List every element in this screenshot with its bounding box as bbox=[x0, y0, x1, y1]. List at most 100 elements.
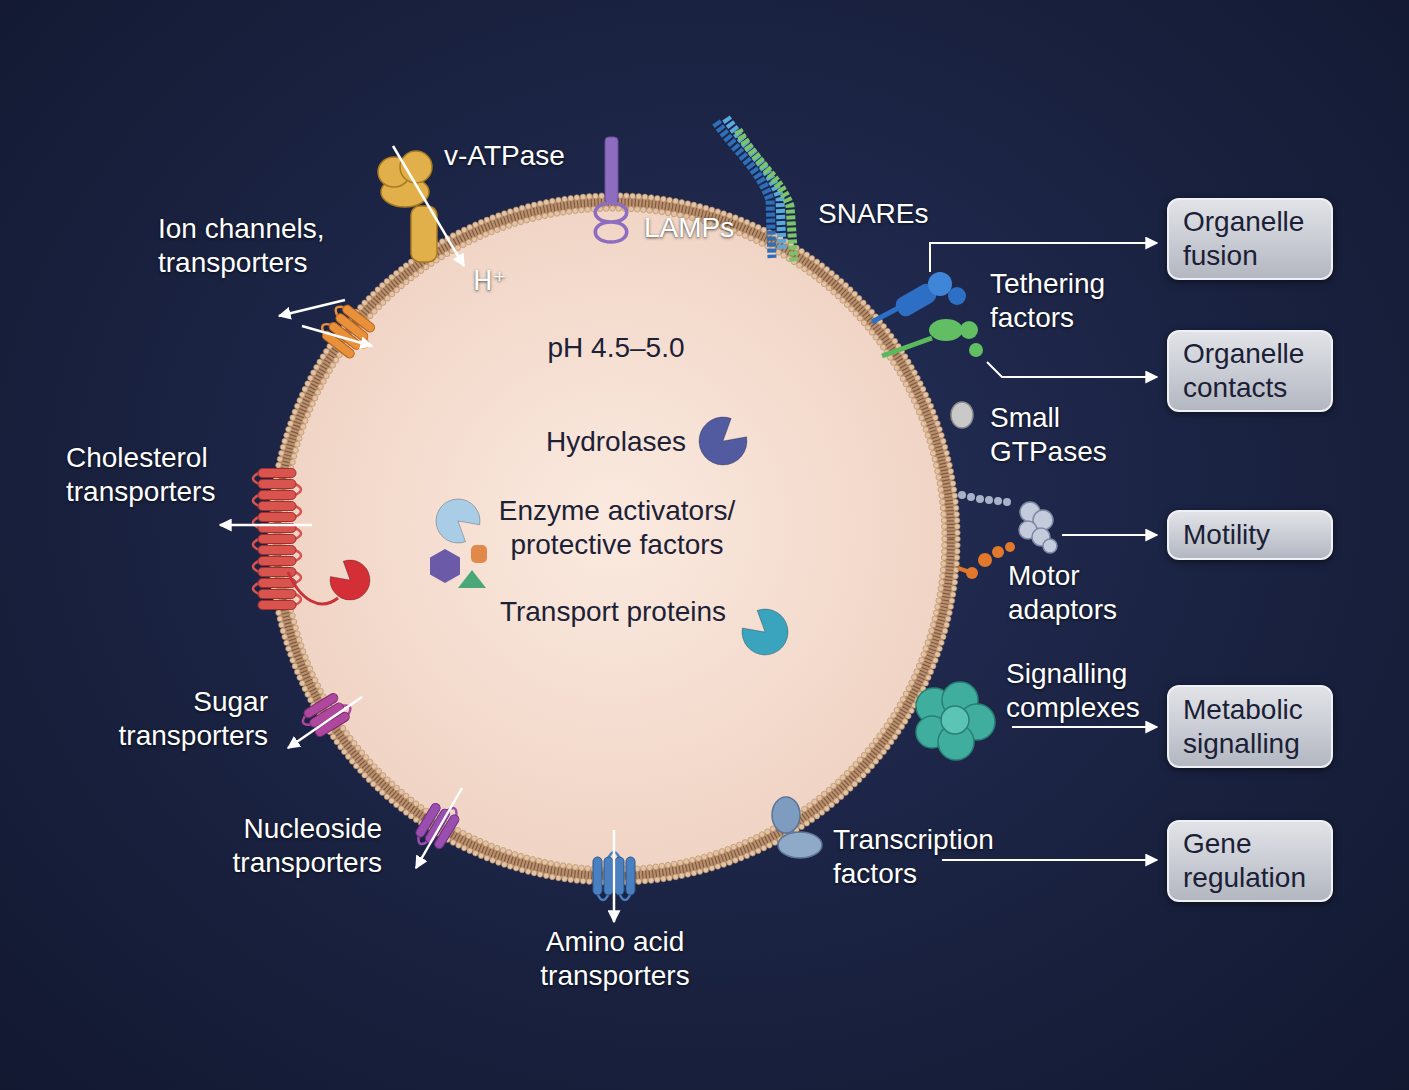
transmembrane-helix bbox=[615, 857, 624, 895]
lipid-head bbox=[550, 874, 556, 880]
lipid-head bbox=[300, 424, 306, 430]
lipid-head bbox=[921, 421, 927, 427]
lipid-head bbox=[940, 634, 946, 640]
lipid-head bbox=[829, 270, 835, 276]
transmembrane-helix bbox=[258, 546, 296, 555]
lipid-head bbox=[926, 675, 932, 681]
lipid-head bbox=[932, 616, 938, 622]
lipid-head bbox=[372, 764, 378, 770]
lipid-head bbox=[483, 232, 489, 238]
lipid-head bbox=[371, 291, 377, 297]
lipid-head bbox=[353, 763, 359, 769]
motor-head-part bbox=[1043, 539, 1057, 553]
lipid-head bbox=[952, 579, 958, 585]
lipid-head bbox=[519, 867, 525, 873]
lipid-head bbox=[349, 759, 355, 765]
lipid-head bbox=[936, 475, 942, 481]
lipid-head bbox=[399, 789, 405, 795]
lipid-head bbox=[296, 436, 302, 442]
transmembrane-helix bbox=[258, 502, 296, 511]
lipid-head bbox=[807, 803, 813, 809]
lipid-head bbox=[861, 772, 867, 778]
lipid-head bbox=[599, 193, 605, 199]
lipid-head bbox=[418, 268, 424, 274]
lipid-head bbox=[937, 427, 943, 433]
lipid-head bbox=[641, 865, 647, 871]
lipid-head bbox=[603, 206, 609, 212]
lipid-head bbox=[524, 217, 530, 223]
lumen-label: Hydrolases bbox=[506, 425, 726, 459]
lipid-head bbox=[372, 309, 378, 315]
lipid-head bbox=[466, 239, 472, 245]
snare-helix bbox=[726, 118, 782, 250]
lipid-head bbox=[920, 386, 926, 392]
lipid-head bbox=[953, 499, 959, 505]
lipid-head bbox=[939, 579, 945, 585]
lipid-head bbox=[869, 763, 875, 769]
lipid-head bbox=[423, 264, 429, 270]
lipid-head bbox=[873, 759, 879, 765]
lipid-head bbox=[548, 212, 554, 218]
lipid-head bbox=[358, 768, 364, 774]
lipid-head bbox=[897, 371, 903, 377]
lipid-head bbox=[953, 505, 959, 511]
lipid-head bbox=[877, 339, 883, 345]
lipid-head bbox=[861, 320, 867, 326]
lipid-head bbox=[916, 663, 922, 669]
lipid-head bbox=[494, 227, 500, 233]
lipid-head bbox=[954, 524, 960, 530]
tf-subunit bbox=[778, 832, 822, 858]
lipid-head bbox=[472, 237, 478, 243]
lipid-head bbox=[955, 542, 961, 548]
function-box: Motility bbox=[1167, 510, 1333, 560]
lipid-head bbox=[721, 862, 727, 868]
lipid-head bbox=[695, 217, 701, 223]
lipid-head bbox=[408, 813, 414, 819]
lipid-head bbox=[847, 786, 853, 792]
lipid-head bbox=[460, 242, 466, 248]
lipid-head bbox=[817, 277, 823, 283]
lipid-head bbox=[483, 841, 489, 847]
lipid-head bbox=[389, 781, 395, 787]
lipid-head bbox=[477, 234, 483, 240]
lipid-head bbox=[659, 863, 665, 869]
motor-chain bbox=[994, 497, 1002, 505]
lipid-head bbox=[506, 850, 512, 856]
lipid-head bbox=[947, 462, 953, 468]
lipid-head bbox=[819, 263, 825, 269]
lipid-head bbox=[912, 370, 918, 376]
lipid-head bbox=[298, 643, 304, 649]
lipid-head bbox=[610, 206, 616, 212]
lipid-head bbox=[852, 291, 858, 297]
lipid-head bbox=[733, 858, 739, 864]
lipid-head bbox=[473, 851, 479, 857]
lipid-head bbox=[384, 278, 390, 284]
lipid-head bbox=[494, 845, 500, 851]
lipid-head bbox=[399, 283, 405, 289]
activator-icon bbox=[436, 499, 480, 543]
lumen-label: Enzyme activators/ protective factors bbox=[477, 494, 757, 562]
lipid-head bbox=[342, 749, 348, 755]
component-label: Ion channels, transporters bbox=[158, 212, 353, 280]
lipid-head bbox=[817, 795, 823, 801]
motor-chain bbox=[1003, 498, 1011, 506]
adaptor-part bbox=[966, 567, 978, 579]
lipid-head bbox=[948, 468, 954, 474]
lipid-head bbox=[940, 505, 946, 511]
lipid-head bbox=[543, 199, 549, 205]
nucleoside-transporter-symbol bbox=[412, 797, 464, 854]
lipid-head bbox=[703, 205, 709, 211]
transmembrane-helix bbox=[258, 513, 296, 522]
lipid-head bbox=[585, 866, 591, 872]
lipid-head bbox=[903, 381, 909, 387]
lipid-head bbox=[804, 821, 810, 827]
motor-chain bbox=[976, 495, 984, 503]
component-label: Tethering factors bbox=[990, 267, 1140, 335]
lipid-head bbox=[843, 283, 849, 289]
lipid-head bbox=[375, 786, 381, 792]
lipid-head bbox=[531, 870, 537, 876]
lipid-head bbox=[489, 229, 495, 235]
lipid-head bbox=[562, 196, 568, 202]
lipid-head bbox=[921, 651, 927, 657]
